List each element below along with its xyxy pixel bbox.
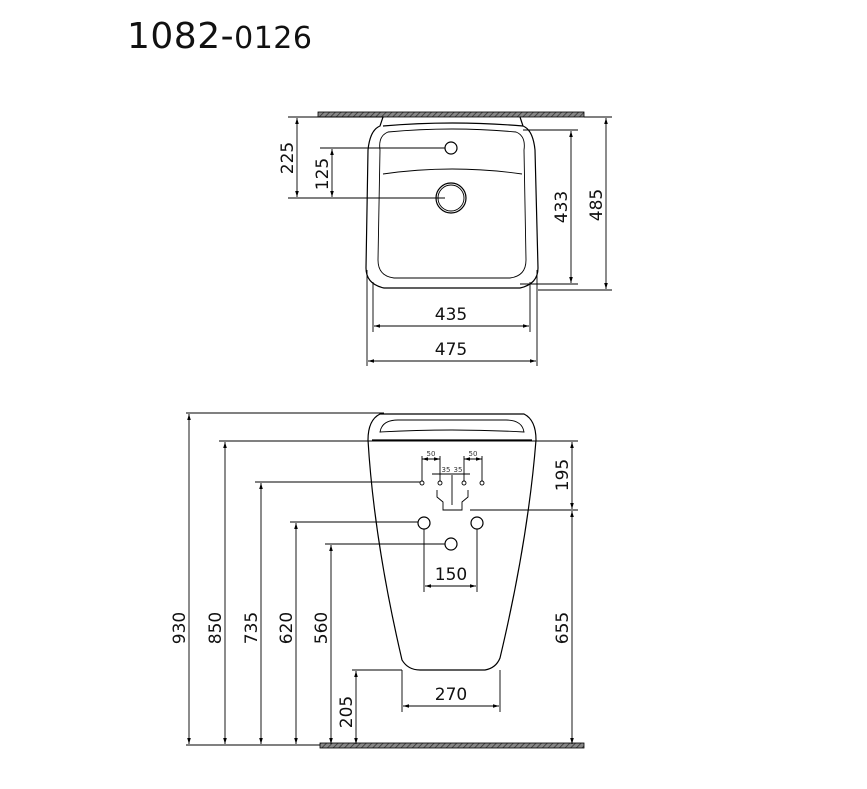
- front-view: 50 50 35 35 930 850 735 620 560 205 195: [170, 412, 585, 749]
- dim-433: 433: [552, 191, 572, 223]
- dim-655: 655: [553, 612, 573, 644]
- water-inlet-right: [470, 516, 484, 530]
- dim-125: 125: [313, 158, 333, 190]
- tap-hole: [444, 141, 458, 155]
- dim-735: 735: [242, 612, 262, 644]
- drawing-title: 1082-0126: [127, 16, 312, 57]
- waste-outlet: [444, 537, 458, 551]
- dim-225: 225: [278, 142, 298, 174]
- dim-930: 930: [170, 612, 190, 644]
- model-suffix: 0126: [234, 21, 313, 56]
- water-inlet-left: [417, 516, 431, 530]
- fixing-holes: 50 50 35 35: [419, 450, 485, 511]
- dim-560: 560: [312, 612, 332, 644]
- dim-435: 435: [435, 305, 467, 325]
- dim-150: 150: [435, 565, 467, 585]
- dim-50-left: 50: [427, 450, 436, 458]
- basin-outline: [365, 116, 539, 289]
- dim-475: 475: [435, 340, 467, 360]
- dim-205: 205: [337, 696, 357, 728]
- wall-hatch-top: [317, 111, 585, 118]
- dim-50-right: 50: [469, 450, 478, 458]
- dim-850: 850: [206, 612, 226, 644]
- pedestal-outline: [367, 413, 537, 671]
- dim-485: 485: [587, 189, 607, 221]
- floor-hatch: [319, 742, 585, 749]
- dim-35-left: 35: [442, 466, 451, 474]
- model-number: 1082-: [127, 16, 235, 57]
- basin-inner: [377, 128, 527, 279]
- top-view: 225 125 433 485 435 475: [278, 111, 612, 366]
- dim-620: 620: [277, 612, 297, 644]
- dim-35-right: 35: [454, 466, 463, 474]
- dim-195: 195: [553, 459, 573, 491]
- dim-270: 270: [435, 685, 467, 705]
